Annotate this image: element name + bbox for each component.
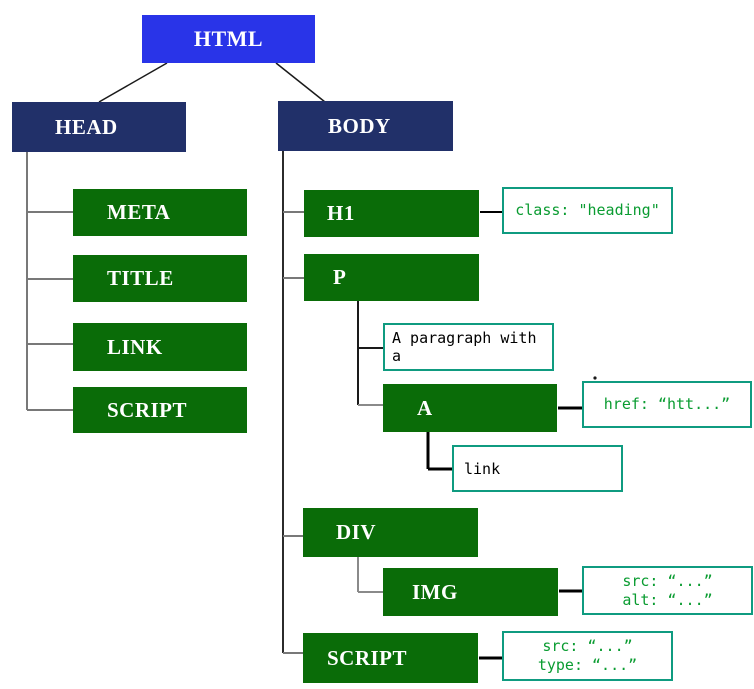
node-h1: H1: [304, 190, 479, 237]
node-script-head-label: SCRIPT: [107, 397, 188, 422]
node-p: P: [304, 254, 479, 301]
stray-period-dot: [593, 376, 597, 380]
node-p-label: P: [333, 265, 347, 289]
node-html-label: HTML: [193, 26, 264, 51]
node-a: A: [383, 384, 557, 432]
annotation-a-href: href: “htt...”: [582, 381, 752, 428]
text-node-paragraph: A paragraph with a: [383, 323, 554, 371]
edge-html-body: [275, 62, 326, 103]
annotation-script-type-line: type: “...”: [537, 656, 638, 674]
annotation-script-attrs: src: “...” type: “...”: [502, 631, 673, 681]
node-a-label: A: [417, 395, 433, 420]
node-body: BODY: [278, 101, 453, 151]
node-head-label: HEAD: [55, 114, 118, 139]
edge-html-head: [98, 62, 168, 103]
node-link-label: LINK: [107, 334, 163, 359]
node-head: HEAD: [12, 102, 186, 152]
node-img-label: IMG: [412, 579, 458, 604]
node-meta-label: META: [107, 200, 171, 224]
node-script-head: SCRIPT: [73, 387, 247, 433]
node-h1-label: H1: [327, 201, 355, 225]
annotation-a-href-line: href: “htt...”: [603, 395, 731, 413]
annotation-h1-class: class: "heading": [502, 187, 673, 234]
node-div-label: DIV: [336, 520, 377, 544]
node-meta: META: [73, 189, 247, 236]
node-img: IMG: [383, 568, 558, 616]
node-title: TITLE: [73, 255, 247, 302]
annotation-img-src-line: src: “...”: [622, 571, 713, 590]
node-body-label: BODY: [328, 113, 391, 138]
node-html: HTML: [142, 15, 315, 63]
text-node-link: link: [452, 445, 623, 492]
annotation-h1-class-line: class: "heading": [515, 201, 660, 219]
node-title-label: TITLE: [107, 266, 174, 290]
annotation-img-attrs: src: “...” alt: “...”: [582, 566, 753, 615]
text-node-paragraph-text: A paragraph with a: [392, 329, 537, 365]
text-node-link-text: link: [464, 459, 501, 478]
annotation-img-alt-line: alt: “...”: [622, 590, 713, 609]
node-div: DIV: [303, 508, 478, 557]
node-script-body-label: SCRIPT: [327, 645, 408, 670]
annotation-script-src-line: src: “...”: [542, 637, 633, 655]
node-script-body: SCRIPT: [303, 633, 478, 683]
node-link: LINK: [73, 323, 247, 371]
